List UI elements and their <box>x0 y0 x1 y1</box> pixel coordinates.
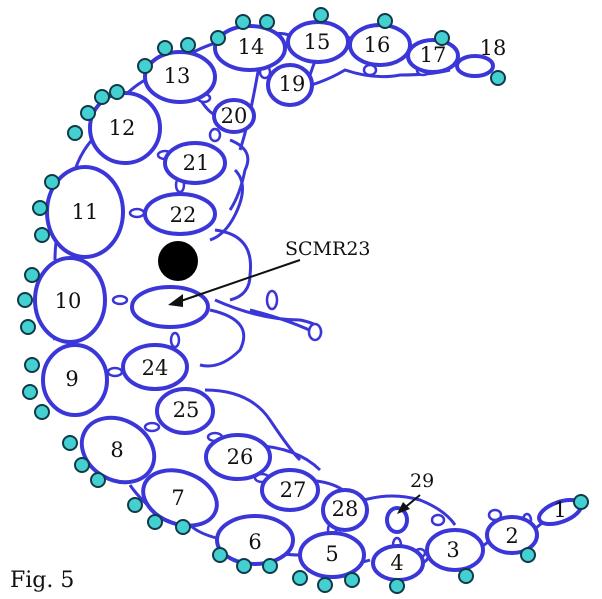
ring-14 <box>213 24 287 72</box>
ring-24 <box>121 343 189 391</box>
ring-label-11: 11 <box>72 200 99 224</box>
rings <box>33 20 583 582</box>
ring-29 <box>385 506 409 534</box>
ring-label-21: 21 <box>183 151 210 175</box>
ring-6 <box>215 514 295 566</box>
ring-26 <box>204 433 272 481</box>
ring-22 <box>143 192 217 236</box>
ring-label-19: 19 <box>279 72 306 96</box>
ring-label-26: 26 <box>227 445 254 469</box>
ring-label-17: 17 <box>420 43 447 67</box>
ring-label-1: 1 <box>553 498 566 522</box>
ring-9 <box>41 343 109 417</box>
ring-2 <box>485 515 539 555</box>
ring-label-27: 27 <box>280 478 307 502</box>
ring-19 <box>266 63 314 107</box>
ring-label-10: 10 <box>55 289 82 313</box>
annotation-scmr23: SCMR23 <box>285 238 371 260</box>
ring-20 <box>212 98 256 134</box>
ring-label-16: 16 <box>364 33 391 57</box>
bead <box>158 241 198 281</box>
ring-label-18: 18 <box>480 36 507 60</box>
arrowhead-29 <box>397 502 410 514</box>
ring-17 <box>406 38 460 74</box>
ring-label-8: 8 <box>110 438 123 462</box>
ring-13 <box>143 50 217 104</box>
arrowhead-scmr23 <box>168 294 183 307</box>
ring-label-24: 24 <box>142 356 169 380</box>
picots <box>17 7 589 594</box>
ring-label-25: 25 <box>173 398 200 422</box>
annotation-29: 29 <box>410 470 434 492</box>
ring-label-4: 4 <box>390 551 403 575</box>
ring-labels: 1 2 3 4 5 6 7 8 9 10 11 12 13 14 15 16 1… <box>55 30 567 575</box>
ring-label-6: 6 <box>248 530 261 554</box>
ring-18 <box>455 54 495 78</box>
ring-label-22: 22 <box>170 203 197 227</box>
ring-3 <box>425 528 485 572</box>
ring-label-20: 20 <box>221 104 248 128</box>
ring-label-9: 9 <box>65 367 78 391</box>
ring-25 <box>155 387 215 435</box>
ring-7 <box>141 468 219 528</box>
ring-label-5: 5 <box>325 542 338 566</box>
ring-label-3: 3 <box>446 538 459 562</box>
ring-label-12: 12 <box>109 116 136 140</box>
ring-11 <box>45 165 125 259</box>
ring-label-28: 28 <box>332 497 359 521</box>
arrow-scmr23 <box>174 259 301 304</box>
ring-27 <box>260 468 320 512</box>
ring-28 <box>321 488 369 532</box>
annotations: SCMR23 29 <box>168 238 434 514</box>
ring-23 <box>130 285 210 329</box>
ring-5 <box>298 531 366 579</box>
ring-label-15: 15 <box>304 30 331 54</box>
ring-label-14: 14 <box>238 35 265 59</box>
ring-12 <box>88 91 162 165</box>
ring-10 <box>33 256 107 344</box>
ring-label-7: 7 <box>171 486 184 510</box>
figure-caption: Fig. 5 <box>10 568 74 593</box>
ring-label-13: 13 <box>164 64 191 88</box>
ring-21 <box>163 141 227 185</box>
ring-label-2: 2 <box>505 524 518 548</box>
